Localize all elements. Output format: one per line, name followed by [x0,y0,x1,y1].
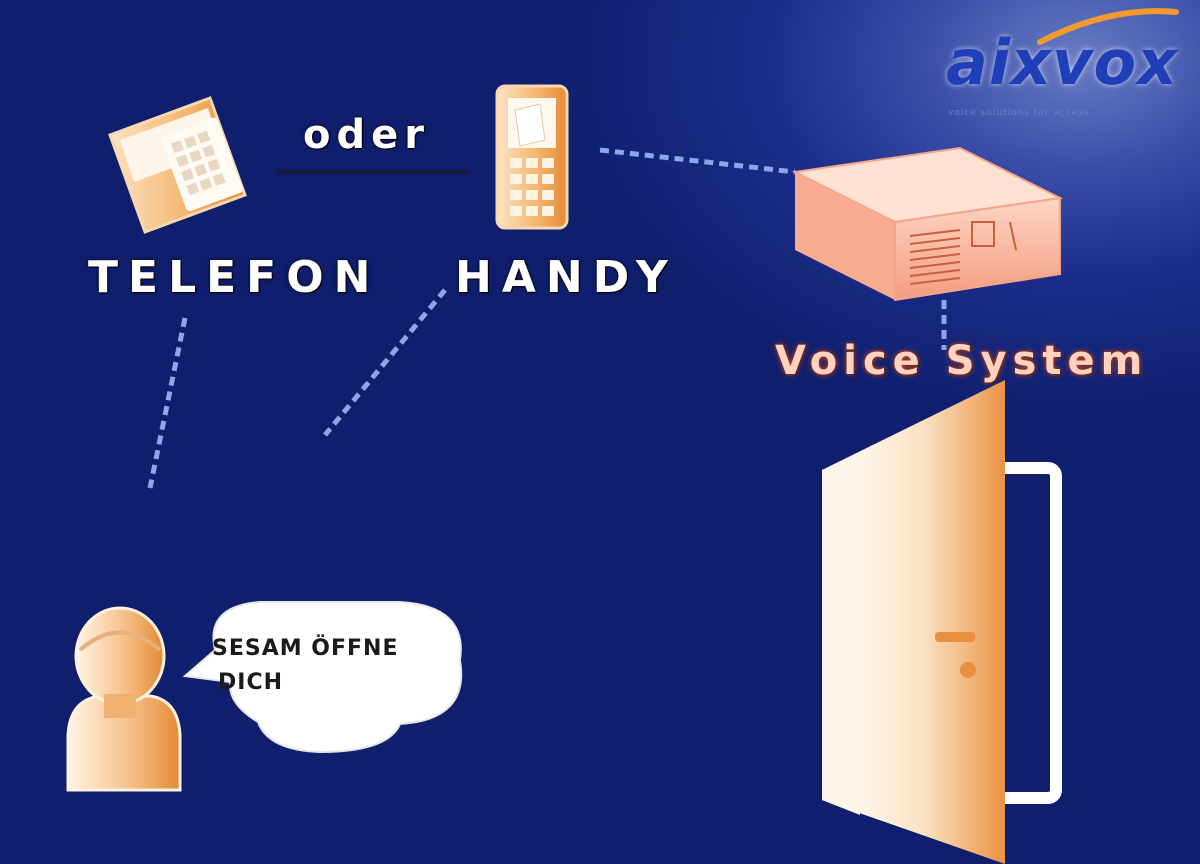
voice-system-label: Voice System [775,338,1149,384]
telephone-icon [108,96,247,234]
voice-system-box-icon [791,146,1064,302]
connector-mobile-to-voice-system [599,147,796,175]
speech-text: SESAM ÖFFNE DICH [212,632,452,700]
person-icon [66,606,182,792]
connector-telefon-to-person [147,317,188,489]
door-handle-icon [935,632,976,678]
logo-tagline: voice solutions for access [948,108,1090,118]
mobile-phone-icon [495,84,569,230]
connector-handy-to-person [323,288,447,437]
speech-line-2: DICH [218,670,284,695]
oder-label: oder [303,112,430,158]
handy-label: HANDY [455,252,678,303]
door-icon [822,380,1062,864]
speech-line-1: SESAM ÖFFNE [212,636,399,661]
aixvox-logo: aixvox [946,26,1179,99]
speech-bubble-icon [182,601,463,754]
telefon-label: TELEFON [88,252,381,303]
